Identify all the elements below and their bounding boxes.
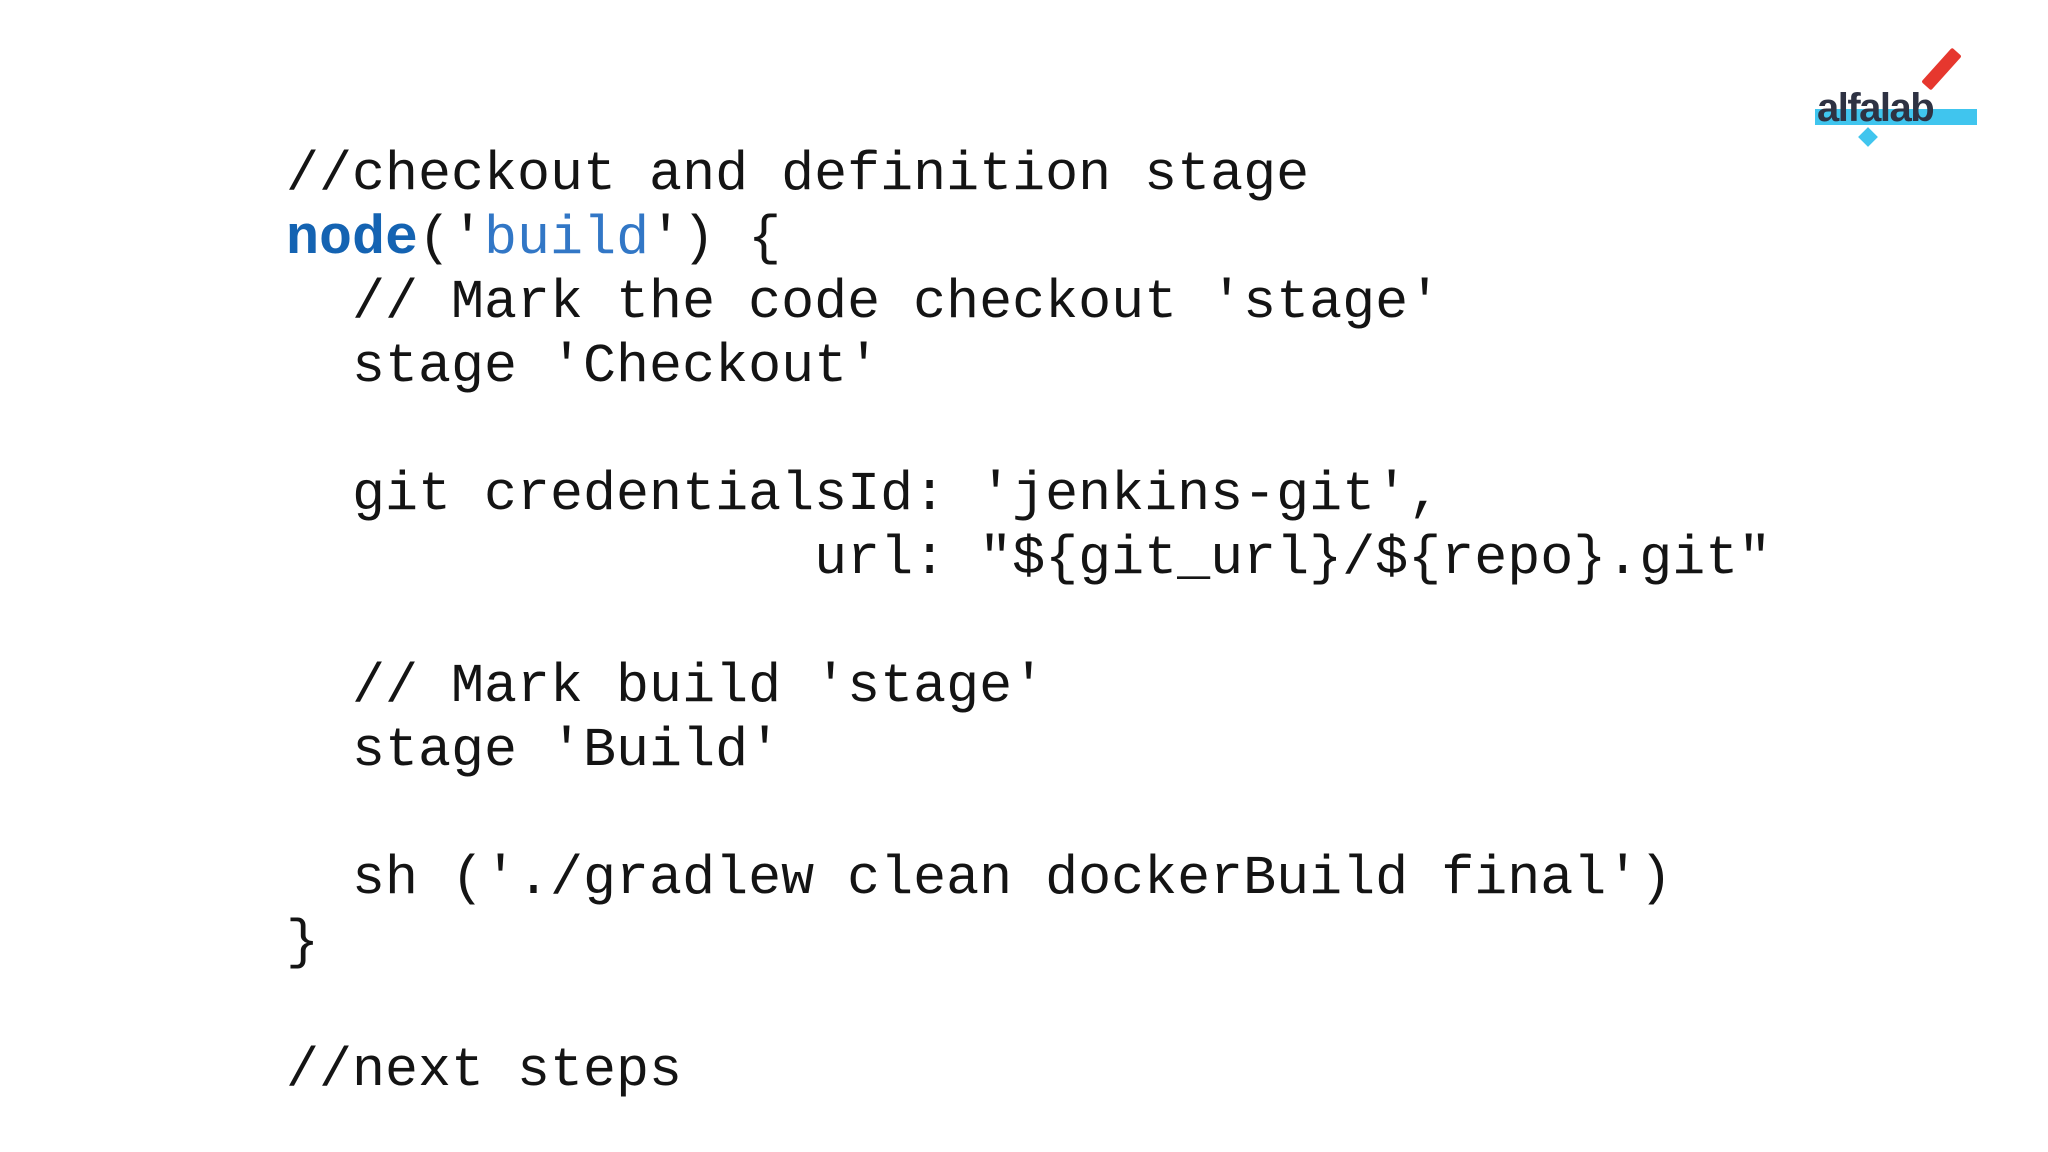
code-token: // Mark build 'stage' — [286, 655, 1046, 718]
code-token: sh ('./gradlew clean dockerBuild final') — [286, 847, 1673, 910]
alfalab-logo: alfalab — [1800, 30, 2030, 160]
code-line: node('build') { — [286, 207, 1771, 271]
code-token: ') { — [649, 207, 782, 270]
code-line: git credentialsId: 'jenkins-git', — [286, 463, 1771, 527]
logo-red-slash-icon — [1921, 47, 1962, 91]
code-line: // Mark build 'stage' — [286, 655, 1771, 719]
code-token-keyword: node — [286, 207, 419, 270]
code-line — [286, 399, 1771, 463]
code-line: // Mark the code checkout 'stage' — [286, 271, 1771, 335]
code-line: //next steps — [286, 1039, 1771, 1103]
code-token-string: build — [484, 207, 650, 270]
code-line — [286, 783, 1771, 847]
code-token: } — [286, 911, 320, 974]
code-line — [286, 591, 1771, 655]
code-token: (' — [418, 207, 485, 270]
code-token: git credentialsId: 'jenkins-git', — [286, 463, 1442, 526]
code-line — [286, 975, 1771, 1039]
code-token: stage 'Build' — [286, 719, 782, 782]
code-line: } — [286, 911, 1771, 975]
code-line: //checkout and definition stage — [286, 143, 1771, 207]
code-line: sh ('./gradlew clean dockerBuild final') — [286, 847, 1771, 911]
logo-highlight-bar — [1815, 109, 1977, 125]
logo-diamond-icon — [1858, 127, 1878, 147]
code-token: //checkout and definition stage — [286, 143, 1310, 206]
code-line: stage 'Build' — [286, 719, 1771, 783]
code-token: url: "${git_url}/${repo}.git" — [286, 527, 1772, 590]
code-token: stage 'Checkout' — [286, 335, 881, 398]
code-token: //next steps — [286, 1039, 683, 1102]
code-token: // Mark the code checkout 'stage' — [286, 271, 1442, 334]
logo-wordmark: alfalab — [1817, 86, 1935, 130]
code-line: url: "${git_url}/${repo}.git" — [286, 527, 1771, 591]
code-line: stage 'Checkout' — [286, 335, 1771, 399]
